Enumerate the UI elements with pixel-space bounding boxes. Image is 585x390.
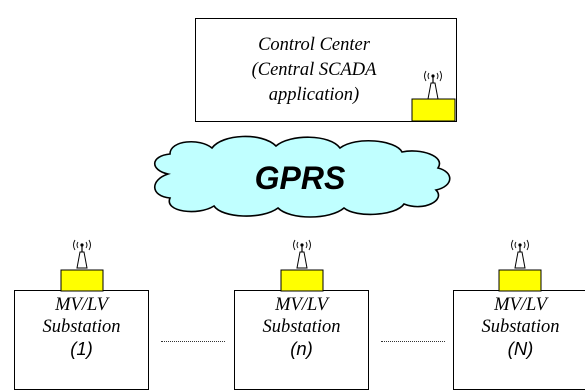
- substation-1-label: Substation: [42, 317, 121, 337]
- control-center-box: Control Center (Central SCADA applicatio…: [195, 18, 457, 122]
- substation-N-label: Substation: [481, 317, 560, 337]
- dotted-separator-right: [381, 341, 445, 342]
- substation-1-index: (1): [70, 338, 93, 359]
- control-center-line-2: (Central SCADA: [251, 60, 377, 80]
- control-center-line-3: application): [268, 85, 360, 105]
- gprs-scada-diagram: GPRS Control Center (Central SCADA appli…: [14, 18, 585, 390]
- cloud-shape: [153, 135, 451, 218]
- control-center-text: Control Center (Central SCADA applicatio…: [202, 33, 426, 108]
- control-center-line-1: Control Center: [258, 35, 370, 55]
- substation-N-type: MV/LV: [494, 295, 547, 315]
- substation-box-n: MV/LV Substation (n): [234, 290, 369, 390]
- gprs-cloud: [153, 135, 451, 218]
- gprs-label: GPRS: [254, 160, 346, 196]
- substation-box-N: MV/LV Substation (N): [453, 290, 585, 390]
- substation-N-index: (N): [507, 338, 534, 359]
- substation-text-N: MV/LV Substation (N): [454, 294, 585, 360]
- substation-n-type: MV/LV: [275, 295, 328, 315]
- substation-text-n: MV/LV Substation (n): [235, 294, 368, 360]
- dotted-separator-left: [161, 341, 225, 342]
- substation-1-type: MV/LV: [55, 295, 108, 315]
- substation-box-1: MV/LV Substation (1): [14, 290, 149, 390]
- substation-text-1: MV/LV Substation (1): [15, 294, 148, 360]
- substation-n-label: Substation: [262, 317, 341, 337]
- substation-n-index: (n): [290, 338, 313, 359]
